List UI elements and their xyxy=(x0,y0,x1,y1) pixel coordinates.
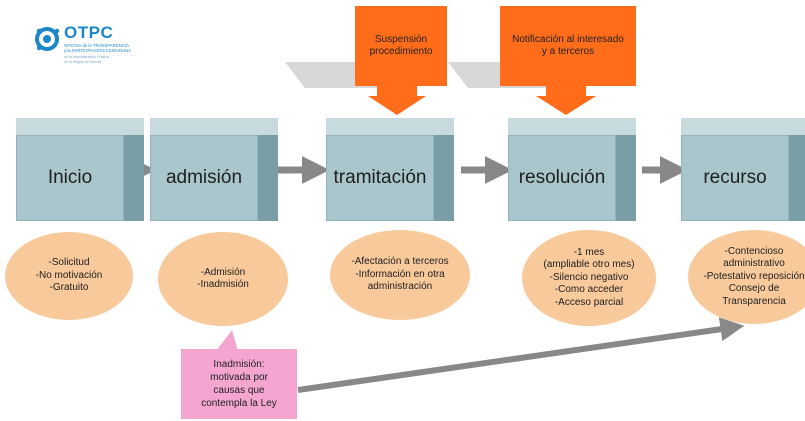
callout-line: procedimiento xyxy=(369,46,433,57)
detail-inicio: -Solicitud -No motivación -Gratuito xyxy=(5,232,133,320)
detail-line: -Inadmisión xyxy=(197,279,249,290)
box-front-face xyxy=(150,135,258,221)
detail-line: Consejo de xyxy=(728,283,780,295)
detail-line: administración xyxy=(367,281,433,293)
detail-line: -Acceso parcial xyxy=(554,296,624,308)
note-line: Inadmisión: xyxy=(213,359,265,370)
box-front-face xyxy=(681,135,789,221)
detail-admision: -Admisión -Inadmisión xyxy=(158,232,288,326)
logo-name: OTPC xyxy=(64,23,114,42)
box-top-face xyxy=(508,118,636,135)
box-top-face xyxy=(16,118,144,135)
logo-subtitle-small: de la Administración Pública de la Regió… xyxy=(64,55,164,64)
logo-subtitle-line: y la PARTICIPACIÓN CIUDADANA xyxy=(64,48,132,54)
callout-suspension: Suspensión procedimiento xyxy=(355,6,447,86)
logo-subtitle-line: OFICINA de la TRANSPARENCIA xyxy=(64,43,130,48)
detail-line: (ampliable otro mes) xyxy=(543,259,635,271)
note-pointer xyxy=(216,330,238,351)
detail-recurso: -Contencioso administrativo -Potestativo… xyxy=(688,230,805,324)
box-front-face xyxy=(16,135,124,221)
detail-line: -Silencio negativo xyxy=(549,271,629,283)
callout-notification: Notificación al interesado y a terceros xyxy=(500,6,636,86)
box-side-face xyxy=(789,135,805,221)
detail-line: -Solicitud xyxy=(48,257,90,269)
logo-subtitle-small-line: de la Administración Pública xyxy=(64,55,109,59)
detail-line: -Afectación a terceros xyxy=(351,256,449,268)
box-top-face xyxy=(326,118,454,135)
box-front-face xyxy=(326,135,434,221)
callout-line: y a terceros xyxy=(541,46,595,57)
detail-line: -Admisión xyxy=(200,266,246,278)
logo-subtitle-small-line: de la Región de Murcia xyxy=(64,59,101,64)
detail-line: Transparencia xyxy=(722,295,786,307)
box-side-face xyxy=(616,135,636,221)
stage-label: resolución xyxy=(518,167,606,188)
box-front-face xyxy=(508,135,616,221)
otpc-logo-icon xyxy=(35,27,60,51)
stage-label: Inicio xyxy=(47,167,93,188)
box-top-face xyxy=(681,118,805,135)
detail-line: -Información en otra xyxy=(355,268,445,280)
box-side-face xyxy=(434,135,454,221)
callout-down-arrow xyxy=(536,86,596,115)
stage-label: admisión xyxy=(165,167,243,188)
detail-line: -1 mes xyxy=(573,246,605,258)
detail-line: -No motivación xyxy=(35,269,103,281)
callout-line: Suspensión xyxy=(374,33,428,45)
note-line: causas que xyxy=(213,385,265,396)
note-to-recurso-arrow xyxy=(297,317,745,393)
box-top-face xyxy=(150,118,278,135)
stage-resolucion: resolución xyxy=(508,118,636,221)
detail-line: -Contencioso xyxy=(724,245,784,257)
stage-inicio: Inicio xyxy=(16,118,144,221)
box-side-face xyxy=(124,135,144,221)
detail-line: -Gratuito xyxy=(49,282,89,294)
detail-resolucion: -1 mes (ampliable otro mes) -Silencio ne… xyxy=(522,230,656,326)
detail-line: -Como acceder xyxy=(554,284,624,296)
logo-subtitle: OFICINA de la TRANSPARENCIA y la PARTICI… xyxy=(64,43,174,54)
stage-recurso: recurso xyxy=(681,118,805,221)
callout-line: Notificación al interesado xyxy=(512,33,624,45)
stage-label: recurso xyxy=(703,167,767,188)
otpc-logo: OTPC OFICINA de la TRANSPARENCIA y la PA… xyxy=(34,20,174,80)
stage-tramitacion: tramitación xyxy=(326,118,454,221)
box-side-face xyxy=(258,135,278,221)
inadmision-note: Inadmisión: motivada por causas que cont… xyxy=(181,349,297,419)
stage-label: tramitación xyxy=(333,167,427,188)
note-line: contempla la Ley xyxy=(201,398,277,409)
note-line: motivada por xyxy=(210,372,268,383)
detail-line: administrativo xyxy=(723,258,785,270)
detail-line: -Potestativo reposición xyxy=(703,270,805,282)
stage-admision: admisión xyxy=(150,118,278,221)
detail-tramitacion: -Afectación a terceros -Información en o… xyxy=(330,230,470,320)
callout-down-arrow xyxy=(368,86,426,115)
